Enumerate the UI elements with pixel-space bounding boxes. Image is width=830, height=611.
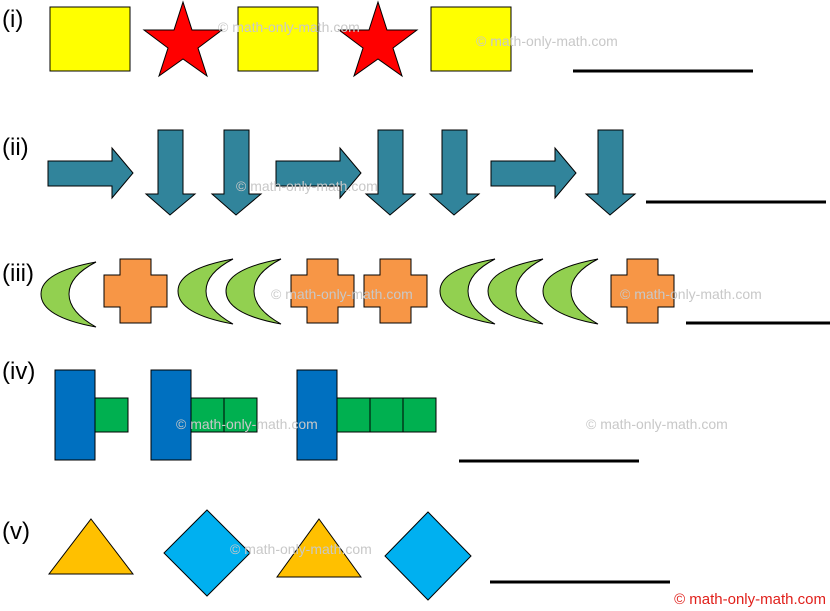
- green-moon: [177, 258, 234, 325]
- green-block: [402, 397, 437, 433]
- row-label: (ii): [2, 134, 29, 161]
- down-arrow: [364, 129, 417, 216]
- right-arrow: [275, 146, 362, 200]
- green-moon: [40, 261, 97, 328]
- yellow-square: [430, 6, 512, 72]
- row-label: (iv): [2, 358, 36, 385]
- red-star: [337, 0, 419, 78]
- row-label: (iii): [2, 260, 34, 287]
- yellow-square: [49, 6, 131, 72]
- watermark: © math-only-math.com: [586, 416, 728, 432]
- watermark: © math-only-math.com: [236, 178, 378, 194]
- blue-diamond: [384, 511, 472, 601]
- green-moon: [487, 258, 544, 325]
- watermark: © math-only-math.com: [218, 19, 360, 35]
- watermark: © math-only-math.com: [230, 541, 372, 557]
- green-block: [223, 397, 258, 433]
- row-iii-pattern: [40, 258, 830, 328]
- row-i-pattern: [49, 0, 753, 78]
- down-arrow: [428, 129, 481, 216]
- yellow-square: [237, 6, 319, 72]
- watermark: © math-only-math.com: [176, 416, 318, 432]
- green-moon: [439, 258, 496, 325]
- green-block: [336, 397, 371, 433]
- site-credit: © math-only-math.com: [674, 591, 826, 608]
- row-ii-pattern: [47, 129, 826, 216]
- watermark: © math-only-math.com: [271, 286, 413, 302]
- blue-bar: [296, 369, 338, 461]
- watermark: © math-only-math.com: [476, 33, 618, 49]
- down-arrow: [584, 129, 637, 216]
- green-block: [369, 397, 404, 433]
- right-arrow: [47, 146, 134, 200]
- green-moon: [542, 258, 599, 325]
- row-v-pattern: [47, 509, 670, 601]
- right-arrow: [490, 146, 577, 200]
- blue-bar: [54, 369, 96, 461]
- watermark: © math-only-math.com: [620, 286, 762, 302]
- down-arrow: [210, 129, 263, 216]
- red-star: [142, 0, 224, 78]
- down-arrow: [144, 129, 197, 216]
- orange-cross: [103, 258, 168, 324]
- green-block: [94, 397, 129, 433]
- row-label: (v): [2, 518, 30, 545]
- yellow-triangle: [276, 518, 362, 578]
- row-label: (i): [2, 6, 24, 33]
- blue-bar: [150, 369, 192, 461]
- yellow-triangle: [47, 518, 135, 575]
- blue-diamond: [163, 509, 251, 597]
- row-iv-pattern: [54, 369, 639, 463]
